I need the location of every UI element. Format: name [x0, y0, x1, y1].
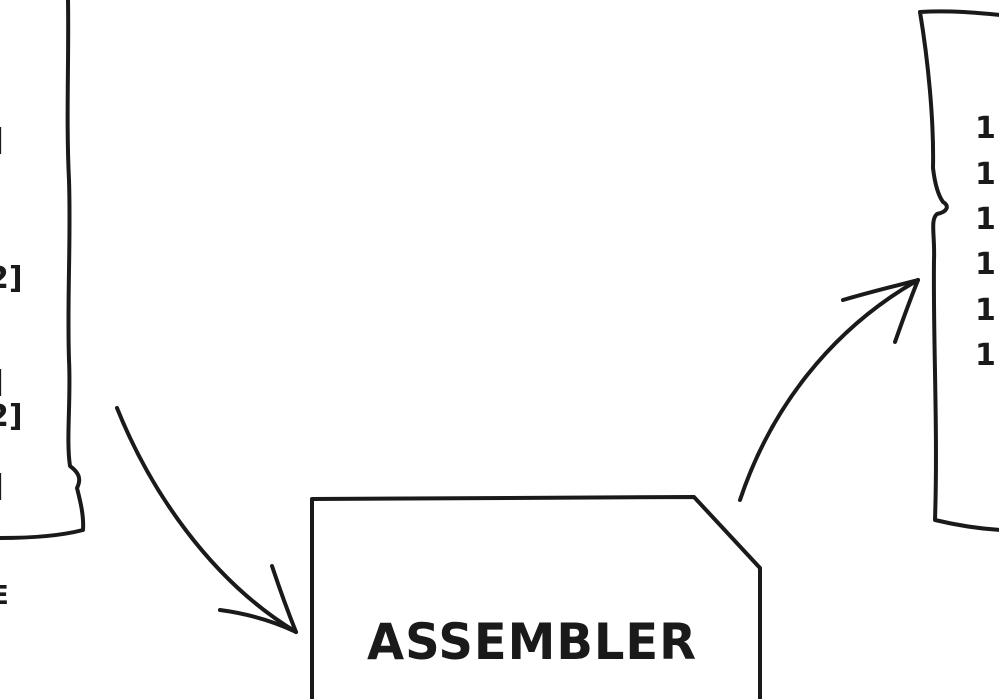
assembler-box: ASSEMBLER — [310, 495, 762, 699]
source-page-outline — [0, 0, 86, 540]
source-line-fragment-4: 2] — [0, 399, 23, 434]
input-arrow — [115, 406, 298, 634]
source-line-fragment-2: 2] — [0, 261, 23, 296]
machine-code-page: 11 11 11 11 11 11 — [918, 9, 999, 532]
output-arrow — [738, 278, 920, 502]
source-code-page: ] 2] ] 2] ] E — [0, 0, 86, 611]
machine-page-outline — [918, 9, 999, 532]
source-caption-fragment: E — [0, 581, 9, 611]
output-arrow-head — [841, 278, 920, 344]
machine-code-line-1: 11 — [975, 111, 999, 146]
assembler-box-outline — [310, 495, 762, 699]
machine-code-line-2: 11 — [975, 157, 999, 192]
output-arrow-shaft — [738, 278, 920, 502]
source-line-fragment-5: ] — [0, 469, 4, 504]
machine-code-line-5: 11 — [975, 293, 999, 328]
source-line-fragment-3: ] — [0, 365, 4, 400]
machine-code-line-4: 11 — [975, 247, 999, 282]
assembler-label: ASSEMBLER — [367, 613, 697, 671]
machine-code-line-3: 11 — [975, 202, 999, 237]
source-line-fragment-1: ] — [0, 123, 4, 158]
input-arrow-shaft — [115, 406, 298, 634]
input-arrow-head — [218, 564, 298, 634]
machine-code-line-6: 11 — [975, 338, 999, 373]
